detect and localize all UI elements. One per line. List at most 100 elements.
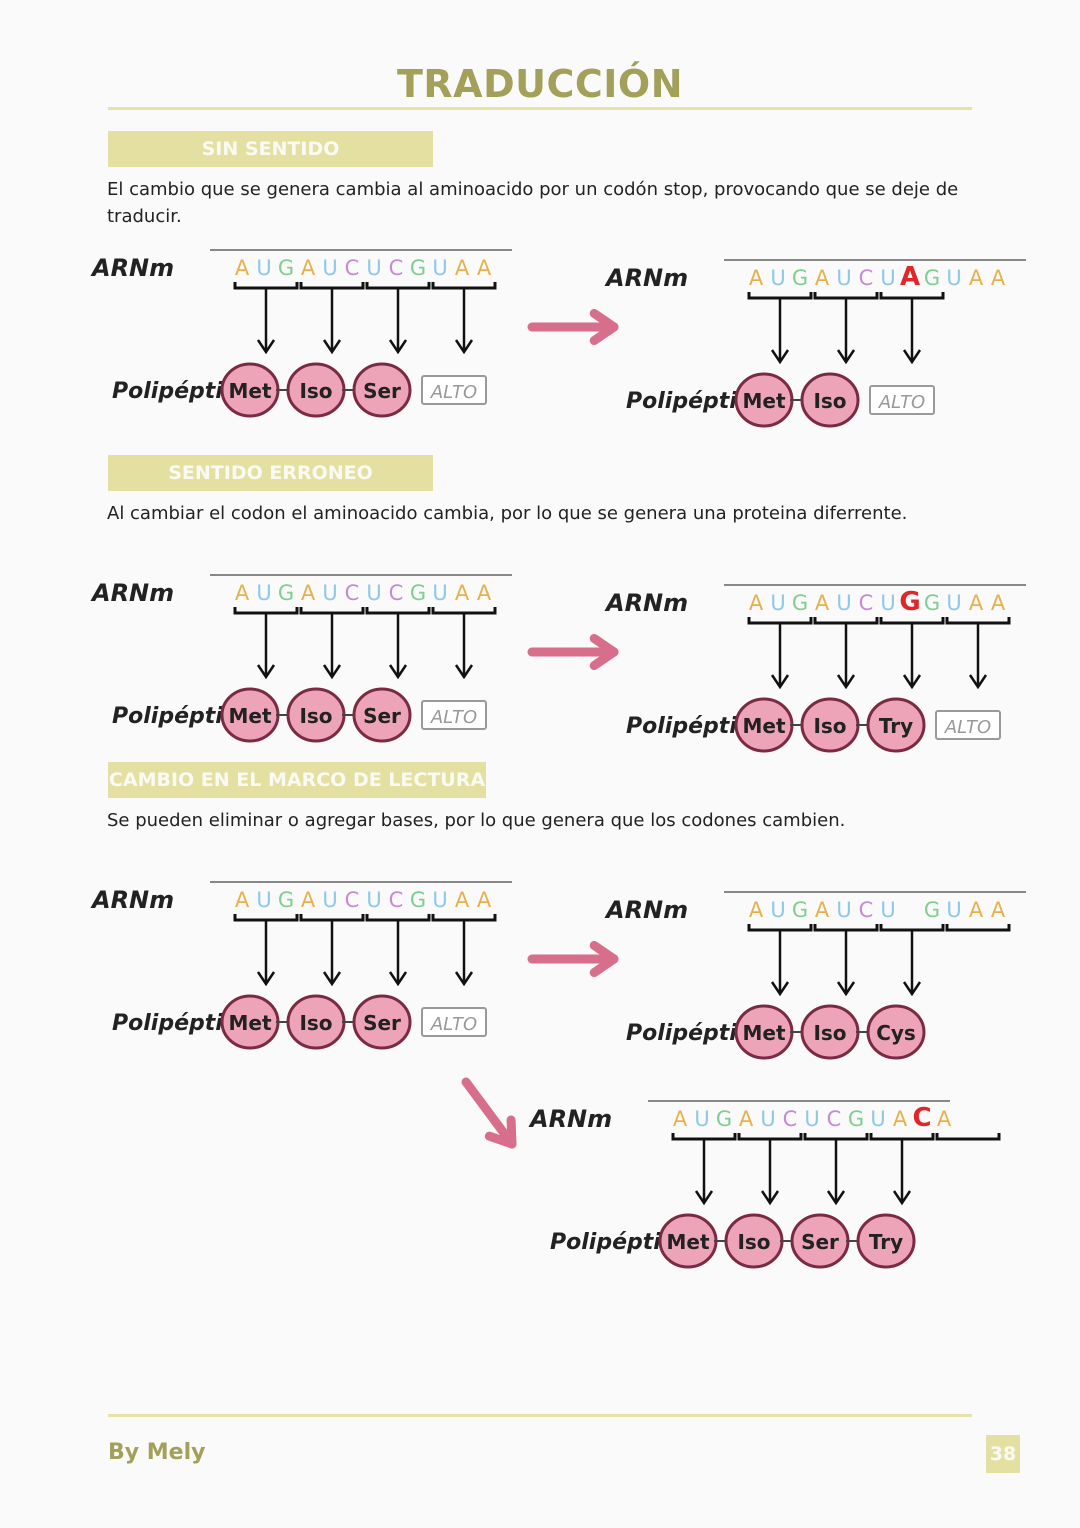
- codon-arrowhead: [770, 981, 790, 997]
- mrna-base: G: [278, 256, 294, 280]
- mrna-base: A: [749, 266, 764, 290]
- codon-arrowhead: [256, 664, 276, 680]
- mrna-base: U: [836, 591, 851, 615]
- mrna-base: U: [836, 266, 851, 290]
- codon-bracket: [431, 914, 497, 922]
- codon-bracket: [813, 617, 879, 625]
- aminoacid-label: Met: [742, 389, 785, 413]
- mrna-base: U: [322, 888, 337, 912]
- stop-box: [935, 710, 1001, 740]
- transform-arrowhead: [484, 1115, 517, 1149]
- page-number: 38: [986, 1435, 1020, 1473]
- aminoacid-label: Try: [879, 714, 913, 738]
- mrna-base: G: [848, 1107, 864, 1131]
- stop-box: [869, 385, 935, 415]
- aminoacid-label: Cys: [876, 1021, 916, 1045]
- mrna-base: A: [749, 591, 764, 615]
- stop-label: ALTO: [944, 717, 991, 738]
- aminoacid-label: Met: [666, 1230, 709, 1254]
- aminoacid-circle: [352, 687, 412, 743]
- aminoacid-label: Iso: [813, 714, 846, 738]
- codon-arrowhead: [454, 971, 474, 987]
- mrna-base: G: [899, 587, 920, 617]
- mrna-base: C: [345, 256, 360, 280]
- mrna-base: C: [783, 1107, 798, 1131]
- codon-arrowhead: [388, 664, 408, 680]
- codon-arrowhead: [322, 664, 342, 680]
- mrna-base: G: [924, 266, 940, 290]
- mrna-base: A: [991, 266, 1006, 290]
- mrna-base: A: [301, 581, 316, 605]
- mrna-base: U: [256, 581, 271, 605]
- codon-bracket: [869, 1133, 935, 1141]
- transform-arrowhead: [589, 633, 619, 671]
- mrna-base: U: [804, 1107, 819, 1131]
- codon-bracket: [879, 617, 945, 625]
- mrna-base: A: [477, 581, 492, 605]
- mrna-base: A: [749, 898, 764, 922]
- mrna-base: U: [366, 256, 381, 280]
- codon-arrowhead: [968, 674, 988, 690]
- aminoacid-label: Iso: [299, 704, 332, 728]
- mrna-base: A: [477, 888, 492, 912]
- mrna-base: U: [694, 1107, 709, 1131]
- codon-bracket: [737, 1133, 803, 1141]
- mrna-base: C: [345, 581, 360, 605]
- codon-arrowhead: [760, 1190, 780, 1206]
- codon-bracket: [299, 914, 365, 922]
- mrna-base: C: [912, 1103, 931, 1133]
- mrna-base: A: [969, 898, 984, 922]
- mrna-base: G: [792, 266, 808, 290]
- codon-bracket: [671, 1133, 737, 1141]
- aminoacid-label: Iso: [813, 389, 846, 413]
- mrna-base: A: [991, 591, 1006, 615]
- mrna-base: G: [410, 256, 426, 280]
- mrna-base: A: [893, 1107, 908, 1131]
- mrna-base: C: [389, 581, 404, 605]
- footer-divider: [108, 1414, 972, 1417]
- aminoacid-label: Ser: [801, 1230, 839, 1254]
- mrna-base: A: [815, 898, 830, 922]
- stop-label: ALTO: [430, 382, 477, 403]
- mrna-base: G: [410, 581, 426, 605]
- mrna-label: ARNm: [604, 264, 688, 292]
- codon-bracket: [365, 607, 431, 615]
- codon-arrowhead: [256, 971, 276, 987]
- codon-arrowhead: [836, 981, 856, 997]
- mrna-base: U: [946, 266, 961, 290]
- codon-bracket: [747, 924, 813, 932]
- mrna-label: ARNm: [90, 254, 174, 282]
- transform-arrowhead: [589, 308, 619, 346]
- mrna-base: U: [770, 898, 785, 922]
- mrna-base: G: [716, 1107, 732, 1131]
- mrna-base: A: [815, 591, 830, 615]
- codon-arrowhead: [454, 339, 474, 355]
- section-text-sin-sentido: El cambio que se genera cambia al aminoa…: [107, 179, 959, 227]
- mrna-base: A: [739, 1107, 754, 1131]
- mrna-base: U: [366, 581, 381, 605]
- mrna-base: C: [859, 898, 874, 922]
- mrna-base: A: [235, 581, 250, 605]
- mrna-base: U: [256, 256, 271, 280]
- codon-arrowhead: [322, 971, 342, 987]
- aminoacid-circle: [352, 362, 412, 418]
- mrna-base: U: [770, 266, 785, 290]
- codon-arrowhead: [322, 339, 342, 355]
- mrna-base: G: [410, 888, 426, 912]
- mrna-base: C: [827, 1107, 842, 1131]
- stop-box: [421, 375, 487, 405]
- footer-author: By Mely: [108, 1440, 206, 1465]
- codon-arrowhead: [694, 1190, 714, 1206]
- codon-bracket: [365, 914, 431, 922]
- mrna-base: A: [815, 266, 830, 290]
- codon-bracket: [747, 292, 813, 300]
- aminoacid-label: Met: [228, 379, 271, 403]
- mrna-base: G: [278, 581, 294, 605]
- codon-arrowhead: [826, 1190, 846, 1206]
- mrna-base: C: [859, 591, 874, 615]
- stop-label: ALTO: [878, 392, 925, 413]
- mrna-base: U: [870, 1107, 885, 1131]
- mrna-base: A: [969, 266, 984, 290]
- aminoacid-label: Iso: [299, 1011, 332, 1035]
- mrna-label: ARNm: [604, 896, 688, 924]
